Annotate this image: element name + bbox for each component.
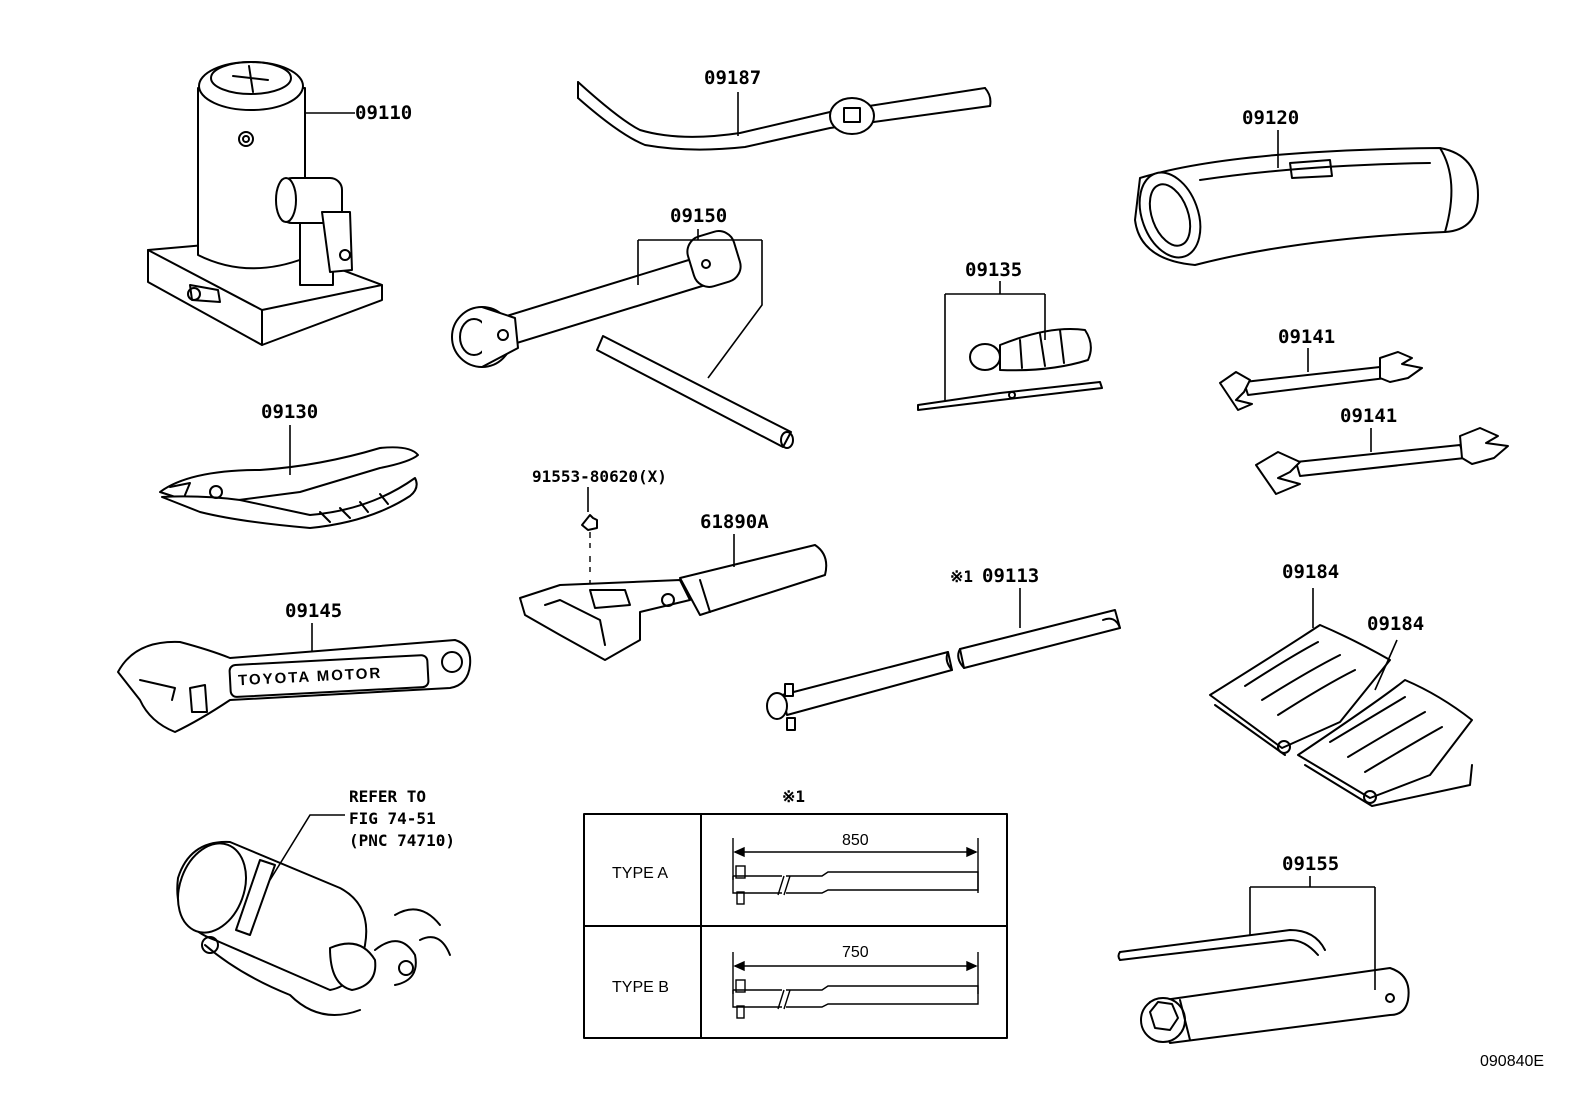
type-a-dimension-drawing [732,838,979,905]
type-b-dimension-value: 750 [842,944,869,961]
fire-extinguisher-illustration [176,840,451,1016]
part-number-09141-upper: 09141 [1278,326,1335,348]
wheel-nut-wrench-illustration [451,230,794,449]
tool-bag-illustration [1134,147,1479,266]
part-number-09184-right: 09184 [1367,613,1424,635]
table-row-type-b-label: TYPE B [612,979,669,996]
wheel-chock-right-illustration [1297,679,1473,807]
part-number-09145: 09145 [285,600,342,622]
pliers-illustration [159,446,419,529]
refer-to-line-2: FIG 74-51 [349,809,436,828]
figure-code: 090840E [1480,1053,1544,1070]
part-number-61890A: 61890A [700,511,769,533]
part-number-09110: 09110 [355,102,412,124]
spanner-lower-illustration [1255,427,1509,495]
table-row-type-a-label: TYPE A [612,865,668,882]
adjustable-wrench-illustration [117,639,472,733]
spanner-upper-illustration [1219,351,1423,411]
note-marker-09113: ※1 [950,567,973,586]
part-number-09135: 09135 [965,259,1022,281]
socket-wrench-illustration [1117,929,1410,1044]
part-number-09150: 09150 [670,205,727,227]
part-number-09130: 09130 [261,401,318,423]
table-note-marker: ※1 [782,787,805,806]
screwdriver-illustration [917,328,1103,411]
refer-to-line-3: (PNC 74710) [349,831,455,850]
type-dimension-table: ※1 TYPE A TYPE B 850 [583,787,1008,1039]
jack-handle-illustration [519,514,828,661]
part-number-09113: 09113 [982,565,1039,587]
part-number-09141-lower: 09141 [1340,405,1397,427]
refer-to-line-1: REFER TO [349,787,426,806]
type-b-dimension-drawing [732,952,979,1019]
extension-bar-illustration [577,81,992,151]
wheel-chock-left-illustration [1209,624,1391,756]
type-a-dimension-value: 850 [842,832,869,849]
part-number-09184-left: 09184 [1282,561,1339,583]
extension-handle-illustration [766,609,1121,731]
part-number-09155: 09155 [1282,853,1339,875]
part-number-09120: 09120 [1242,107,1299,129]
part-number-09187: 09187 [704,67,761,89]
part-number-91553-80620: 91553-80620(X) [532,467,667,486]
bottle-jack-illustration [147,61,383,346]
